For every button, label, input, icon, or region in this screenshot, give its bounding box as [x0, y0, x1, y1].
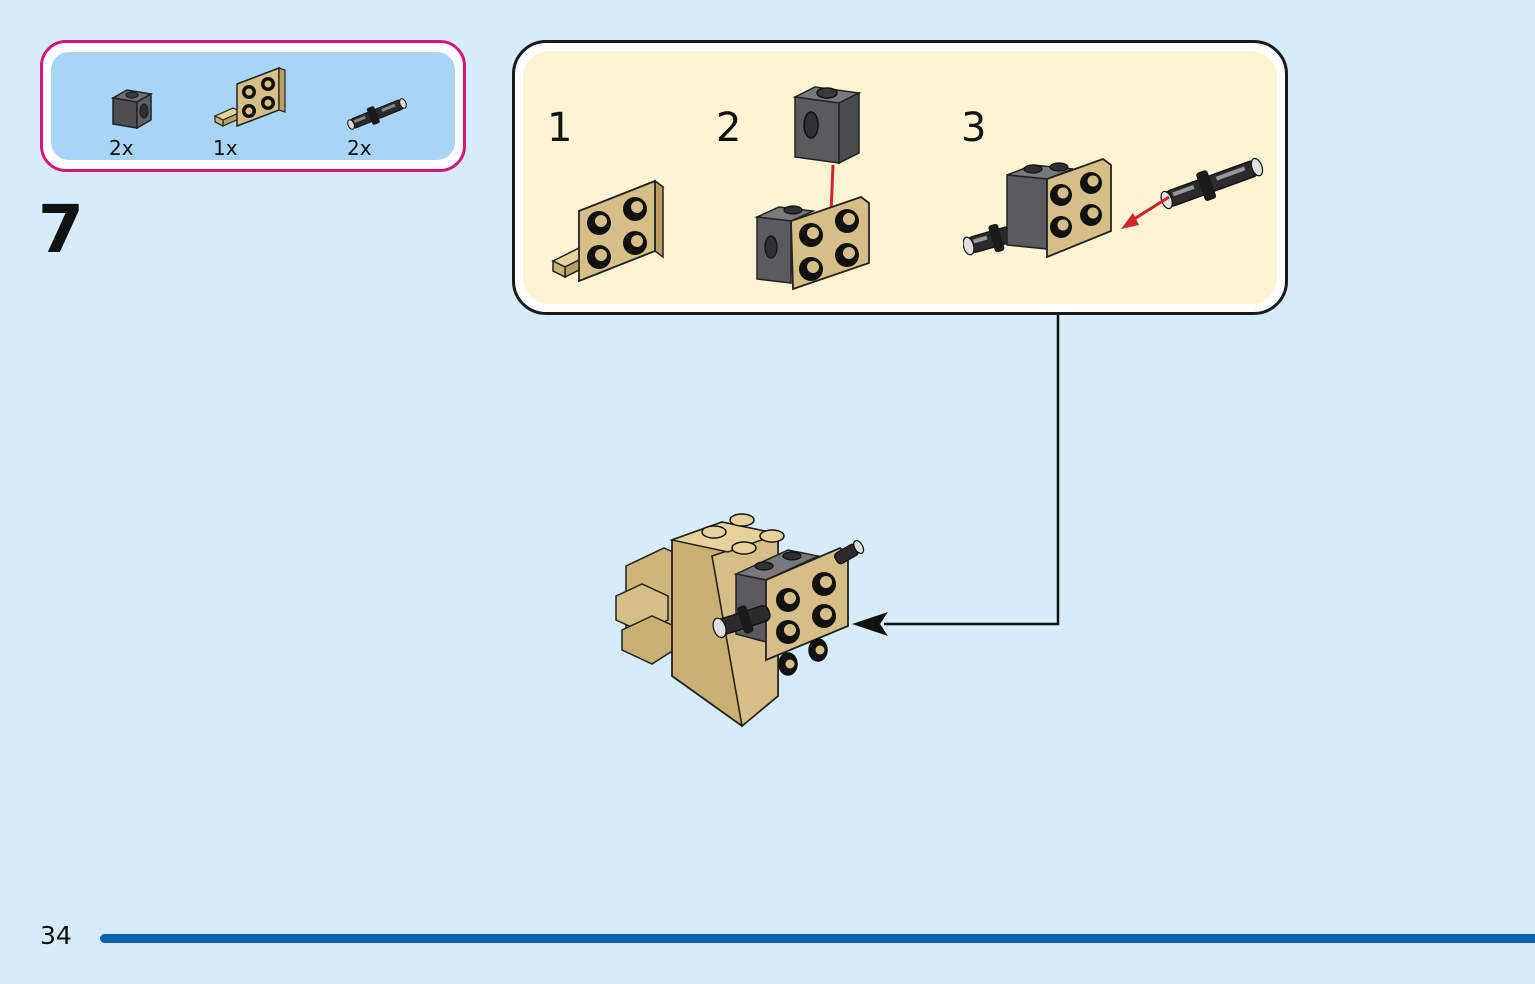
- technic-pin-attach-illustration: [963, 157, 1264, 259]
- substep-number: 3: [961, 105, 987, 151]
- step-number: 7: [38, 191, 84, 268]
- tan-bracket-illustration: [551, 179, 665, 283]
- black-technic-pin-icon: [345, 96, 409, 132]
- parts-list-box: 2x 1x: [40, 40, 466, 172]
- part-quantity: 2x: [109, 136, 134, 160]
- lego-model-illustration: [615, 513, 865, 728]
- sub-assembly-panel: 1 2 3: [523, 51, 1277, 304]
- page-number: 34: [40, 921, 72, 950]
- dark-gray-technic-brick-icon: [105, 80, 165, 140]
- part-quantity: 2x: [347, 136, 372, 160]
- part-quantity: 1x: [213, 136, 238, 160]
- technic-brick-attach-illustration: [754, 86, 870, 291]
- sub-assembly-callout: 1 2 3: [512, 40, 1288, 315]
- parts-list-panel: 2x 1x: [51, 52, 455, 160]
- tan-bracket-plate-icon: [211, 64, 291, 136]
- substep-number: 2: [716, 105, 742, 151]
- page-progress-bar: [100, 934, 1535, 943]
- substep-number: 1: [547, 105, 573, 151]
